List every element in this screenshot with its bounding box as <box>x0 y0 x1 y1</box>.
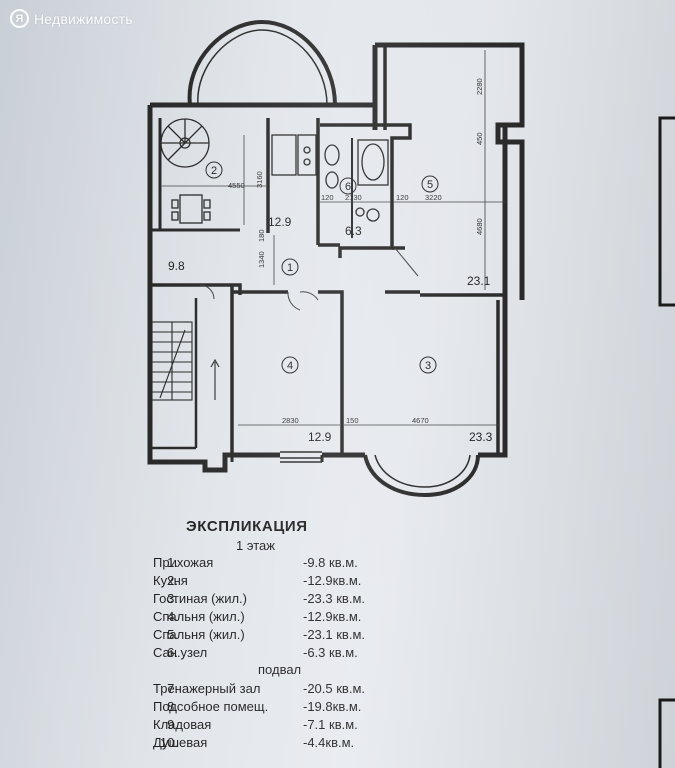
dim-450: 450 <box>475 132 484 145</box>
kitchen-counter <box>271 134 317 176</box>
area-label-room1: 9.8 <box>168 259 185 273</box>
dining-table <box>171 194 211 224</box>
dim-150: 150 <box>346 416 359 425</box>
dim-3160: 3160 <box>255 171 264 188</box>
dim-3220: 3220 <box>425 193 442 202</box>
dim-180: 180 <box>257 229 266 242</box>
bay-window-bottom <box>363 454 480 498</box>
window-bottom <box>280 451 322 463</box>
room-number-markers <box>205 161 439 374</box>
bath-fixtures <box>324 139 389 222</box>
outer-wall-right <box>478 125 525 458</box>
yandex-logo-icon: Я <box>10 9 29 28</box>
bay-window-bottom-inner <box>374 454 471 488</box>
area-label-room2: 12.9 <box>268 215 292 229</box>
dim-4670: 4670 <box>412 416 429 425</box>
wall-kitchen-right <box>266 118 340 247</box>
dim-2130: 2130 <box>345 193 362 202</box>
room-number-5: 5 <box>427 179 433 191</box>
doors <box>199 247 419 311</box>
area-label-room3: 23.3 <box>469 430 493 444</box>
wall-stair-right <box>150 298 198 450</box>
outer-walls <box>147 42 525 473</box>
bay-window-top <box>187 19 337 106</box>
bay-window-top-inner <box>197 29 328 106</box>
area-label-room5: 23.1 <box>467 274 491 288</box>
room-number-6: 6 <box>345 181 351 193</box>
wall-left-inner <box>150 118 240 232</box>
straight-stair <box>151 321 220 401</box>
dim-4680: 4680 <box>475 218 484 235</box>
dim-120b: 120 <box>396 193 409 202</box>
room-number-1: 1 <box>287 262 293 274</box>
room-number-2: 2 <box>211 165 217 177</box>
room-number-3: 3 <box>425 360 431 372</box>
watermark: Я Недвижимость <box>10 9 133 28</box>
area-label-room6: 6.3 <box>345 224 362 238</box>
dim-120a: 120 <box>321 193 334 202</box>
watermark-text: Недвижимость <box>34 10 133 27</box>
dim-2830: 2830 <box>282 416 299 425</box>
wall-bath <box>320 123 412 258</box>
room-number-4: 4 <box>287 360 293 372</box>
neighbor-sheet-fragment <box>658 116 675 307</box>
dimension-lines <box>162 50 505 426</box>
wall-hall-lower <box>150 283 420 455</box>
wall-room5 <box>383 45 505 297</box>
dim-2280: 2280 <box>475 78 484 95</box>
spiral-stair <box>160 118 210 168</box>
dim-4550: 4550 <box>228 181 245 190</box>
dim-1340: 1340 <box>257 251 266 268</box>
area-label-room4: 12.9 <box>308 430 332 444</box>
